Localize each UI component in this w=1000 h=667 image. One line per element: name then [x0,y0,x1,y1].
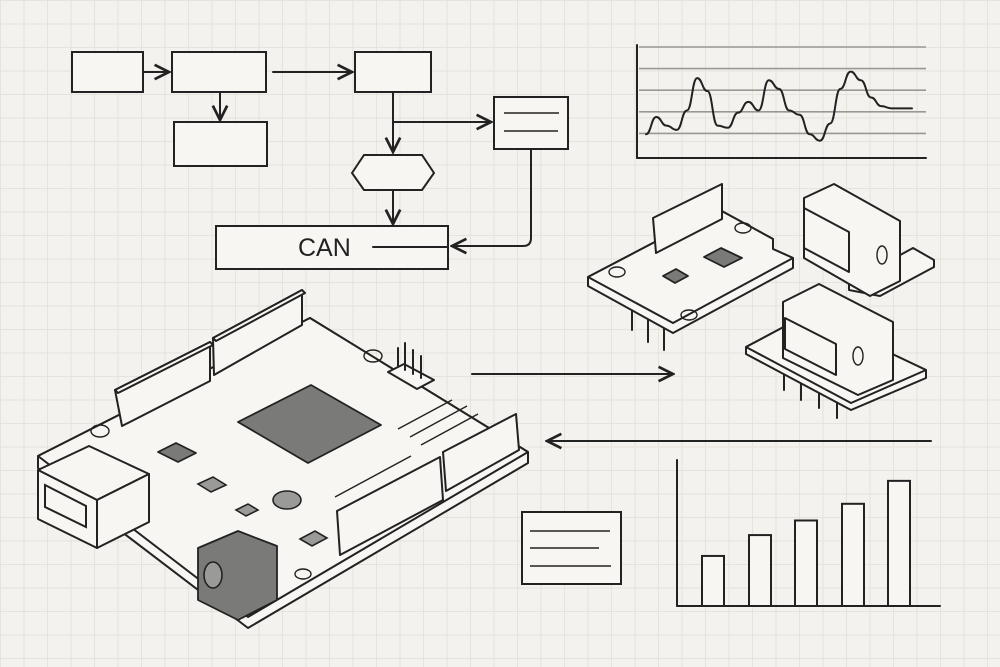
power-jack [197,530,278,621]
pin-header [652,183,723,254]
process-b-box [171,51,267,93]
microcontroller-board [37,289,529,629]
bar-3 [794,519,818,607]
note-box [493,96,569,150]
process-a-box [71,51,144,93]
reset-button [272,490,302,510]
arrow-note-to-can [452,149,532,246]
header-top-right [212,289,306,376]
db9-connector-module-top [803,183,935,297]
mount-hole [294,568,312,580]
process-c-box [173,121,268,167]
can-transceiver-module [587,183,794,351]
process-d-box [354,51,432,93]
transceiver-chip [703,247,743,268]
bar-5 [887,479,911,608]
microcontroller-chip [237,384,382,464]
line-chart-series [645,70,913,142]
crystal [157,442,197,463]
bar-1 [701,554,725,608]
icsp-header [387,342,435,390]
usb-connector [37,445,150,549]
smd-component [234,503,260,517]
bar-4 [841,502,865,607]
db9-port [784,317,837,376]
header-bottom-left [336,456,444,556]
capacitor [196,476,228,493]
decision-hexagon [350,154,436,191]
smd-component [298,530,329,547]
bar-2 [748,534,772,607]
line-chart [636,44,927,159]
db9-port [803,207,850,273]
can-bus-label: CAN [298,234,351,262]
bar-chart [676,459,941,608]
mount-hole [90,424,110,438]
mount-hole [363,349,383,363]
flowchart: CAN [71,51,569,270]
header-bottom-right [442,413,520,492]
text-note-card [521,511,622,585]
db9-connector-module-bottom [745,283,927,419]
